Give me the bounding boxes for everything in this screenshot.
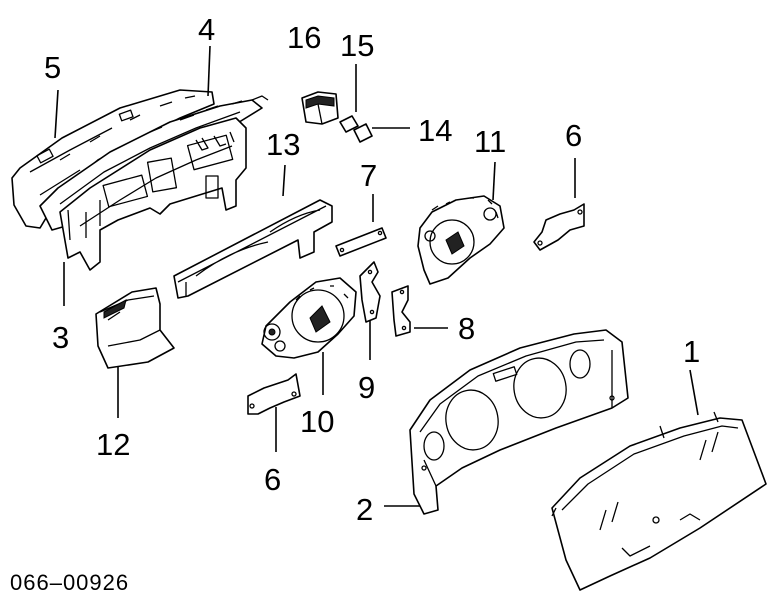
part-1-lens [551,411,767,591]
callout-2: 2 [356,492,373,527]
callout-13: 13 [266,127,300,162]
callout-labels: 1 2 3 4 5 6 7 8 9 10 11 12 13 14 15 16 6 [44,12,700,527]
part-8-bracket [391,285,411,337]
part-10-gauge [261,277,357,359]
leader-lines [54,45,699,507]
part-16-connector [301,91,339,125]
callout-16: 16 [287,20,321,55]
callout-4: 4 [198,12,215,47]
part-code: 066–00926 [10,570,129,595]
callout-5: 5 [44,50,61,85]
callout-8: 8 [458,311,475,346]
part-3-circuit-frame [59,117,247,271]
part-9-bracket [359,261,381,323]
part-6-bracket-lower [247,373,301,415]
callout-15: 15 [340,28,374,63]
part-13-indicator-strip [173,199,333,299]
part-12-cover [95,287,175,369]
callout-10: 10 [300,404,334,439]
callout-1: 1 [683,334,700,369]
callout-14: 14 [418,113,452,148]
part-15-film [339,115,359,133]
part-14-film [353,123,373,143]
callout-3: 3 [52,320,69,355]
part-2-bezel [409,329,629,515]
callout-6-lower: 6 [264,462,281,497]
part-7-plate [335,227,387,257]
part-11-gauge [417,195,505,285]
part-6-bracket-upper [533,203,585,251]
callout-9: 9 [358,370,375,405]
callout-6-upper: 6 [565,118,582,153]
callout-7: 7 [360,158,377,193]
callout-12: 12 [96,427,130,462]
callout-11: 11 [474,124,506,159]
